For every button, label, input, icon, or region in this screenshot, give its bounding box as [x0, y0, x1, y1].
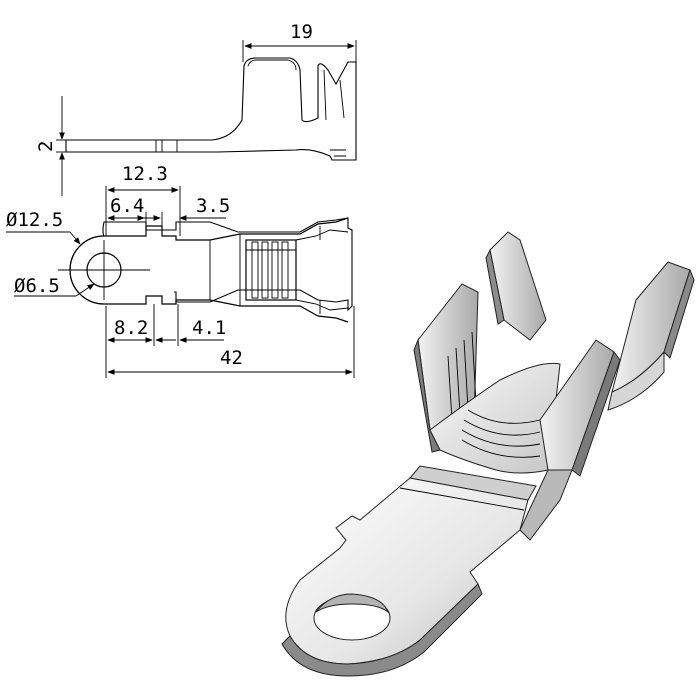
- dim-label-top-length: 19: [290, 21, 313, 43]
- dim-label-slot-width: 3.5: [196, 195, 230, 217]
- dim-label-overall-length: 42: [220, 347, 243, 369]
- dim-label-lower-offset: 8.2: [114, 317, 148, 339]
- dimension-offset-a: 6.4: [107, 195, 147, 226]
- dim-label-lower-gap: 4.1: [192, 317, 226, 339]
- side-view: 19 2: [35, 21, 357, 196]
- dimension-overall-length: 42: [107, 306, 355, 378]
- dimension-lower-gap: 4.1: [155, 304, 226, 346]
- dimension-offset-total: 12.3: [105, 163, 181, 236]
- dim-label-thickness: 2: [35, 141, 57, 152]
- dimension-slot-width: 3.5: [140, 195, 230, 226]
- dim-label-ring-diameter: Ø12.5: [6, 209, 63, 231]
- plan-view: 12.3 6.4 3.5 Ø12.5 Ø6.5: [6, 163, 355, 378]
- dim-label-offset-total: 12.3: [122, 163, 168, 185]
- dimension-ring-diameter: Ø12.5: [6, 209, 81, 245]
- isometric-view: [281, 231, 695, 677]
- dimension-top-length: 19: [242, 21, 357, 62]
- dimension-lower-offset: 8.2: [105, 304, 155, 378]
- dim-label-offset-a: 6.4: [110, 195, 144, 217]
- dim-label-hole-diameter: Ø6.5: [14, 275, 60, 297]
- dimension-thickness: 2: [35, 96, 70, 196]
- dimension-hole-diameter: Ø6.5: [14, 275, 95, 297]
